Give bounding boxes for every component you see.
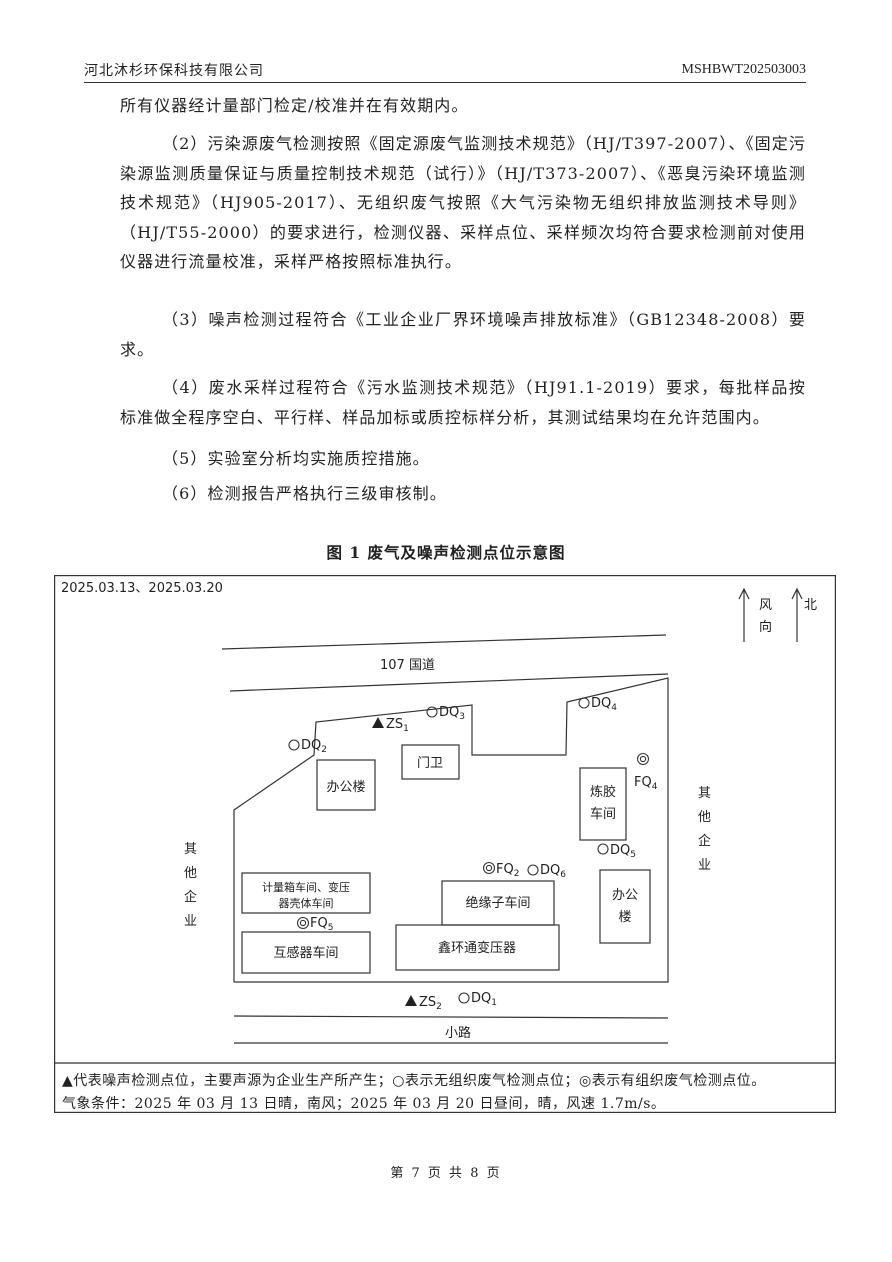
- office-label: 办公楼: [326, 780, 365, 795]
- north-label: 北: [804, 598, 817, 613]
- transformer-ct-label: 互感器车间: [273, 945, 338, 961]
- dq3-circle-icon: [426, 706, 438, 718]
- fq5-label: FQ5: [310, 916, 333, 933]
- stack-point-icons: [296, 752, 650, 930]
- dq6-circle-icon: [527, 864, 539, 876]
- wind-label-2: 向: [759, 619, 772, 635]
- wind-label-1: 风: [759, 598, 772, 613]
- noise-point-icon: [372, 717, 384, 728]
- fq2-label: FQ2: [496, 862, 519, 879]
- wind-arrow-icon: [738, 587, 750, 642]
- fq4-icon: [636, 752, 650, 766]
- guard-label: 门卫: [417, 756, 443, 771]
- legend-line-1: ▲代表噪声检测点位，主要声源为企业生产所产生；○表示无组织废气检测点位；◎表示有…: [62, 1073, 766, 1089]
- page-number: 第 7 页 共 8 页: [390, 1166, 502, 1181]
- right-side-label-2: 他: [698, 810, 711, 825]
- road-top-label: 107 国道: [380, 658, 435, 673]
- noise-point-icon: [405, 995, 417, 1006]
- dq2-label: DQ2: [301, 738, 327, 755]
- fq5-icon: [296, 916, 310, 930]
- office2-label-1: 办公: [612, 888, 638, 903]
- xinhuantong-transformer: [395, 924, 560, 971]
- monitoring-site-diagram: 风 向 北 2025.03.13、2025.03.20 107 国道 小路 其 …: [54, 575, 836, 1113]
- paragraph-5: （5）实验室分析均实施质控措施。: [162, 449, 430, 468]
- fq4-label: FQ4: [634, 775, 658, 792]
- meter-label-1: 计量箱车间、变压: [262, 880, 350, 894]
- rubber-label-2: 车间: [590, 806, 616, 822]
- dq6-label: DQ6: [540, 863, 566, 880]
- office-building: [316, 759, 376, 811]
- figure-frame: [54, 575, 836, 1113]
- dq2-circle-icon: [288, 739, 300, 751]
- plant-boundary: [233, 677, 669, 983]
- page-header: 河北沐杉环保科技有限公司 MSHBWT202503003: [84, 58, 806, 83]
- left-side-label-1: 其: [184, 842, 197, 857]
- road-bottom-line-1: [233, 1015, 669, 1019]
- zs2-label: ZS2: [419, 995, 442, 1012]
- rubber-label-1: 炼胶: [590, 784, 616, 800]
- meter-label-2: 器壳体车间: [279, 896, 334, 910]
- rubber-workshop: [579, 767, 627, 841]
- left-side-label-2: 他: [184, 866, 197, 881]
- figure-title: 图 1 废气及噪声检测点位示意图: [326, 543, 566, 562]
- north-arrow-icon: [791, 587, 803, 642]
- dq4-label: DQ4: [591, 696, 617, 713]
- right-side-label-4: 业: [698, 858, 711, 873]
- dq1-circle-icon: [458, 992, 470, 1004]
- legend-line-2: 气象条件：2025 年 03 月 13 日晴，南风；2025 年 03 月 20…: [62, 1096, 666, 1112]
- paragraph-continued: 所有仪器经计量部门检定/校准并在有效期内。: [120, 96, 469, 115]
- dq3-label: DQ3: [439, 705, 465, 722]
- dq4-circle-icon: [578, 697, 590, 709]
- road-top-line-1: [221, 634, 667, 650]
- transformer-ct-workshop: [241, 931, 371, 974]
- dq5-label: DQ5: [610, 843, 636, 860]
- xinhuantong-label: 鑫环通变压器: [438, 940, 516, 956]
- zs1-label: ZS1: [386, 717, 409, 734]
- paragraph-4: （4）废水采样过程符合《污水监测技术规范》（HJ91.1-2019）要求，每批样…: [120, 378, 806, 427]
- left-side-label-3: 企: [184, 889, 197, 905]
- insulator-label: 绝缘子车间: [465, 895, 530, 911]
- right-side-label-1: 其: [698, 786, 711, 801]
- sampling-dates: 2025.03.13、2025.03.20: [61, 581, 223, 596]
- office-building-2: [599, 869, 651, 944]
- left-side-label-4: 业: [184, 914, 197, 929]
- guard-house: [401, 744, 460, 780]
- paragraph-2: （2）污染源废气检测按照《固定源废气监测技术规范》（HJ/T397-2007）、…: [120, 134, 806, 271]
- road-bottom-label: 小路: [445, 1025, 471, 1041]
- fugitive-point-icons: [288, 697, 609, 1004]
- right-side-label-3: 企: [698, 833, 711, 849]
- dq5-circle-icon: [597, 843, 609, 855]
- paragraph-6: （6）检测报告严格执行三级审核制。: [162, 484, 447, 503]
- meter-workshop: [241, 872, 371, 914]
- paragraph-3: （3）噪声检测过程符合《工业企业厂界环境噪声排放标准》（GB12348-2008…: [120, 310, 806, 359]
- road-top-line-2: [229, 673, 669, 692]
- report-code: MSHBWT202503003: [681, 62, 806, 77]
- office2-label-2: 楼: [618, 910, 631, 925]
- dq1-label: DQ1: [471, 991, 497, 1008]
- fq2-icon: [482, 861, 496, 875]
- company-name: 河北沐杉环保科技有限公司: [84, 63, 264, 79]
